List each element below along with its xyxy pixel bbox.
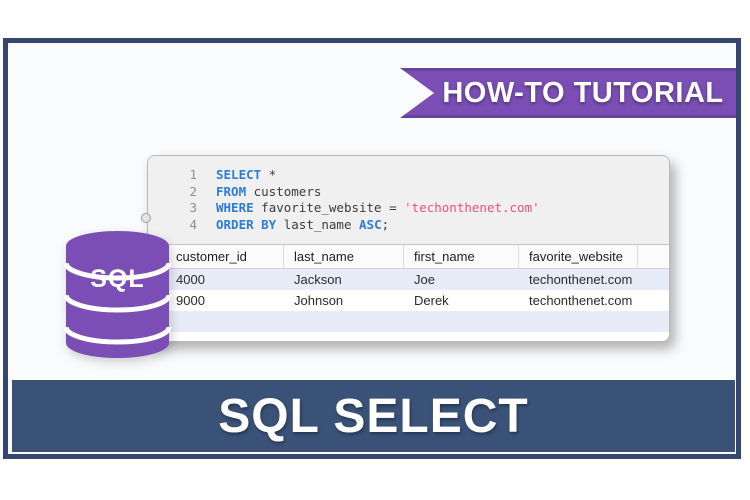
column-header-filler — [638, 245, 669, 268]
code-token: WHERE — [216, 200, 254, 215]
code-token: customers — [246, 183, 322, 199]
ribbon-label: HOW-TO TUTORIAL — [442, 76, 724, 109]
table-row[interactable] — [148, 332, 669, 341]
table-cell — [519, 311, 638, 332]
code-token: ORDER BY — [216, 216, 277, 232]
table-cell — [519, 332, 638, 341]
table-cell — [638, 269, 669, 290]
code-text: SELECT * — [216, 167, 276, 184]
code-editor[interactable]: 1 SELECT * 2 FROM customers 3 WHERE favorite_… — [148, 156, 669, 245]
table-cell: Joe — [414, 272, 435, 287]
line-number: 3 — [189, 200, 197, 215]
code-token: 'techonthenet.com' — [404, 200, 540, 215]
code-token: * — [261, 167, 277, 182]
code-token: favorite_website = — [253, 200, 405, 215]
column-header[interactable]: last_name — [284, 245, 404, 268]
table-cell: Johnson — [294, 293, 344, 308]
table-cell — [404, 332, 519, 341]
code-line: 1 SELECT * — [148, 167, 669, 184]
table-cell: techonthenet.com — [529, 272, 633, 287]
code-text: WHERE favorite_website = 'techonthenet.c… — [216, 200, 540, 217]
title-banner: SQL SELECT — [12, 380, 735, 452]
line-number: 4 — [189, 216, 197, 232]
code-text: ORDER BY last_name ASC; — [216, 217, 389, 234]
title-label: SQL SELECT — [218, 389, 529, 443]
table-row[interactable] — [148, 311, 669, 332]
sql-database-icon: SQL — [63, 231, 172, 358]
table-cell: 9000 — [176, 293, 205, 308]
table-cell — [638, 311, 669, 332]
db-icon-label: SQL — [90, 265, 144, 293]
table-cell: 4000 — [176, 272, 205, 287]
table-row[interactable]: 9000 Johnson Derek techonthenet.com — [148, 290, 669, 311]
table-row[interactable]: 4000 Jackson Joe techonthenet.com — [148, 269, 669, 290]
code-line: 3 WHERE favorite_website = 'techonthenet.… — [148, 200, 669, 217]
line-number: 1 — [189, 167, 197, 182]
code-token: SELECT — [216, 167, 262, 182]
column-header[interactable]: first_name — [404, 245, 519, 268]
table-cell — [638, 332, 669, 341]
code-token: ASC — [359, 216, 382, 232]
table-cell: techonthenet.com — [529, 293, 633, 308]
line-number: 2 — [189, 183, 197, 199]
sql-editor-window: 1 SELECT * 2 FROM customers 3 WHERE favorite_… — [141, 155, 670, 342]
code-token: ; — [381, 216, 390, 232]
code-line: 4 ORDER BY last_name ASC; — [148, 217, 669, 234]
code-line: 2 FROM customers — [148, 184, 669, 201]
editor-window-body: 1 SELECT * 2 FROM customers 3 WHERE favorite_… — [147, 155, 670, 342]
table-cell — [284, 332, 404, 341]
code-text: FROM customers — [216, 184, 321, 201]
table-rows: 4000 Jackson Joe techonthenet.com 9000 Johnso… — [148, 269, 669, 341]
code-token: FROM — [216, 183, 247, 199]
breakpoint-dot-icon[interactable] — [141, 213, 151, 223]
column-header[interactable]: favorite_website — [519, 245, 638, 268]
table-cell: Derek — [414, 293, 449, 308]
howto-ribbon: HOW-TO TUTORIAL — [400, 68, 736, 118]
table-cell — [638, 290, 669, 311]
table-cell — [404, 311, 519, 332]
table-cell — [284, 311, 404, 332]
table-cell: Jackson — [294, 272, 342, 287]
code-token: last_name — [276, 216, 360, 232]
column-header[interactable]: customer_id — [148, 245, 284, 268]
